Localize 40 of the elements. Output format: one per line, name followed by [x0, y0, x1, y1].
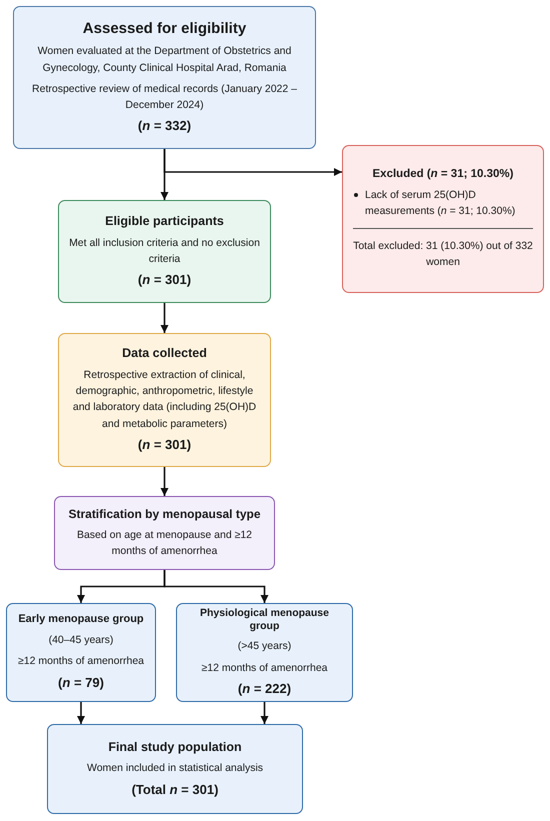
arrow: [160, 467, 168, 496]
box-description: Women included in statistical analysis: [86, 761, 264, 776]
flowchart-box: [58, 333, 271, 467]
box-description: ≥12 months of amenorrhea: [202, 660, 328, 676]
box-description: ≥12 months of amenorrhea: [18, 654, 144, 670]
flowchart-box: [58, 200, 271, 303]
box-description: Retrospective extraction of clinical, demographic, anthropometric, lifestyle and laboratory data (including 25(OH)D and metabolic parameters): [72, 368, 258, 432]
box-description: Based on age at menopause and ≥12 months of amenorrhea: [76, 528, 254, 559]
participant-count: (n = 301): [138, 272, 192, 290]
flowchart-box: [6, 603, 156, 702]
arrow: [77, 702, 85, 724]
arrow: [260, 702, 268, 724]
exclusion-reason: Lack of serum 25(OH)D measurements (n = 31; 10.30%): [365, 188, 516, 217]
box-heading: Excluded (n = 31; 10.30%): [372, 167, 514, 182]
participant-count: (n = 301): [138, 436, 192, 454]
participant-count: (n = 79): [58, 674, 104, 692]
box-description: (40–45 years): [48, 633, 114, 648]
box-heading: Physiological menopause group: [199, 607, 330, 634]
arrow: [164, 570, 268, 603]
arrow: [164, 149, 342, 176]
box-description: Women evaluated at the Department of Obstetrics and Gynecology, County Clinical Hospital Arad, Romania: [36, 44, 292, 76]
box-heading: Early menopause group: [18, 613, 144, 628]
box-heading: Data collected: [122, 346, 207, 362]
flowchart-box: [47, 724, 303, 814]
box-description: Retrospective review of medical records (January 2022 – December 2024): [31, 82, 298, 114]
flowchart-box: [13, 6, 316, 149]
box-heading: Stratification by menopausal type: [68, 506, 261, 522]
box-heading: Eligible participants: [105, 214, 224, 230]
box-heading: Assessed for eligibility: [82, 20, 246, 38]
exclusion-total: Total excluded: 31 (10.30%) out of 332 women: [352, 239, 534, 270]
flowchart-box: [176, 603, 353, 702]
arrow: [160, 303, 168, 333]
box-description: (>45 years): [238, 639, 292, 654]
flowchart-box: [54, 496, 275, 570]
flowchart-box: [342, 145, 544, 293]
participant-count: (Total n = 301): [132, 782, 218, 798]
box-heading: Final study population: [108, 740, 242, 756]
participant-count: (n = 222): [238, 680, 292, 698]
box-description: Met all inclusion criteria and no exclusion criteria: [68, 236, 261, 267]
participant-count: (n = 332): [138, 118, 192, 136]
